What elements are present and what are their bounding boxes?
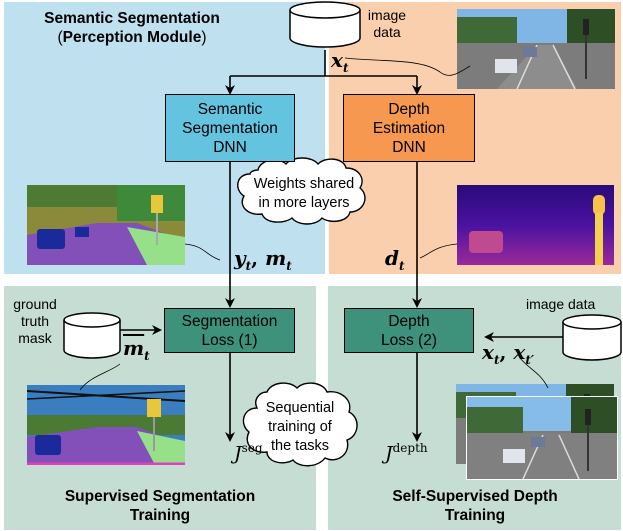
math-x-t-x-tprime: xt, xt′	[482, 340, 535, 367]
math-j-depth: Jdepth	[385, 441, 428, 465]
segmentation-map-top	[27, 185, 185, 265]
math-d-t: dt	[385, 246, 405, 273]
math-j-seg: Jseg	[234, 441, 263, 465]
image-data-label-right: image data	[526, 296, 596, 312]
title-semantic-segmentation: Semantic Segmentation (Perception Module…	[44, 10, 220, 46]
cloud-icon	[242, 382, 358, 467]
database-icon	[63, 312, 121, 359]
database-icon	[289, 1, 361, 48]
cloud-icon	[237, 157, 366, 225]
segmentation-map-bottom	[27, 385, 185, 465]
database-icon	[562, 314, 622, 361]
math-m-bar: mt	[123, 336, 150, 363]
math-x-t: xt	[331, 48, 349, 75]
title-self-supervised-depth: Self-Supervised Depth Training	[392, 488, 558, 524]
camera-photo-top	[457, 9, 615, 89]
math-y-m: yt, mt	[234, 246, 292, 273]
title-supervised-segmentation: Supervised Segmentation Training	[64, 488, 256, 524]
depth-map	[457, 185, 614, 265]
camera-photo-bottom-2	[466, 396, 618, 480]
